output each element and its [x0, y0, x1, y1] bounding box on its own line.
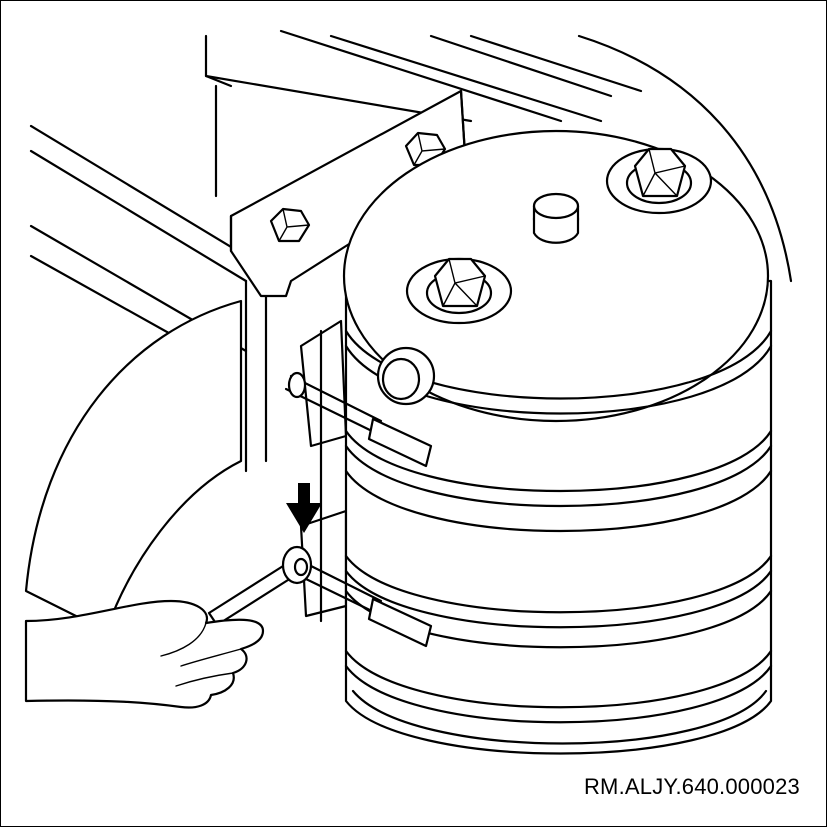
tank-fitting-left — [405, 257, 513, 325]
lower-strap-rod — [304, 564, 433, 648]
upper-strap-rod — [284, 371, 433, 468]
hand — [24, 599, 265, 709]
tank-fitting-center — [532, 192, 580, 244]
chassis-frame — [204, 29, 793, 283]
tank-fitting-right — [605, 147, 713, 215]
mounting-bracket — [229, 89, 468, 298]
reference-code: RM.ALJY.640.000023 — [583, 774, 800, 799]
side-rail — [29, 124, 268, 473]
strap-bracket — [299, 319, 348, 623]
drain-plug — [376, 346, 436, 406]
wheel-fender — [24, 299, 243, 633]
down-arrow-icon — [286, 483, 322, 533]
bracket-bolt-left — [269, 207, 311, 243]
wrench — [207, 545, 313, 627]
